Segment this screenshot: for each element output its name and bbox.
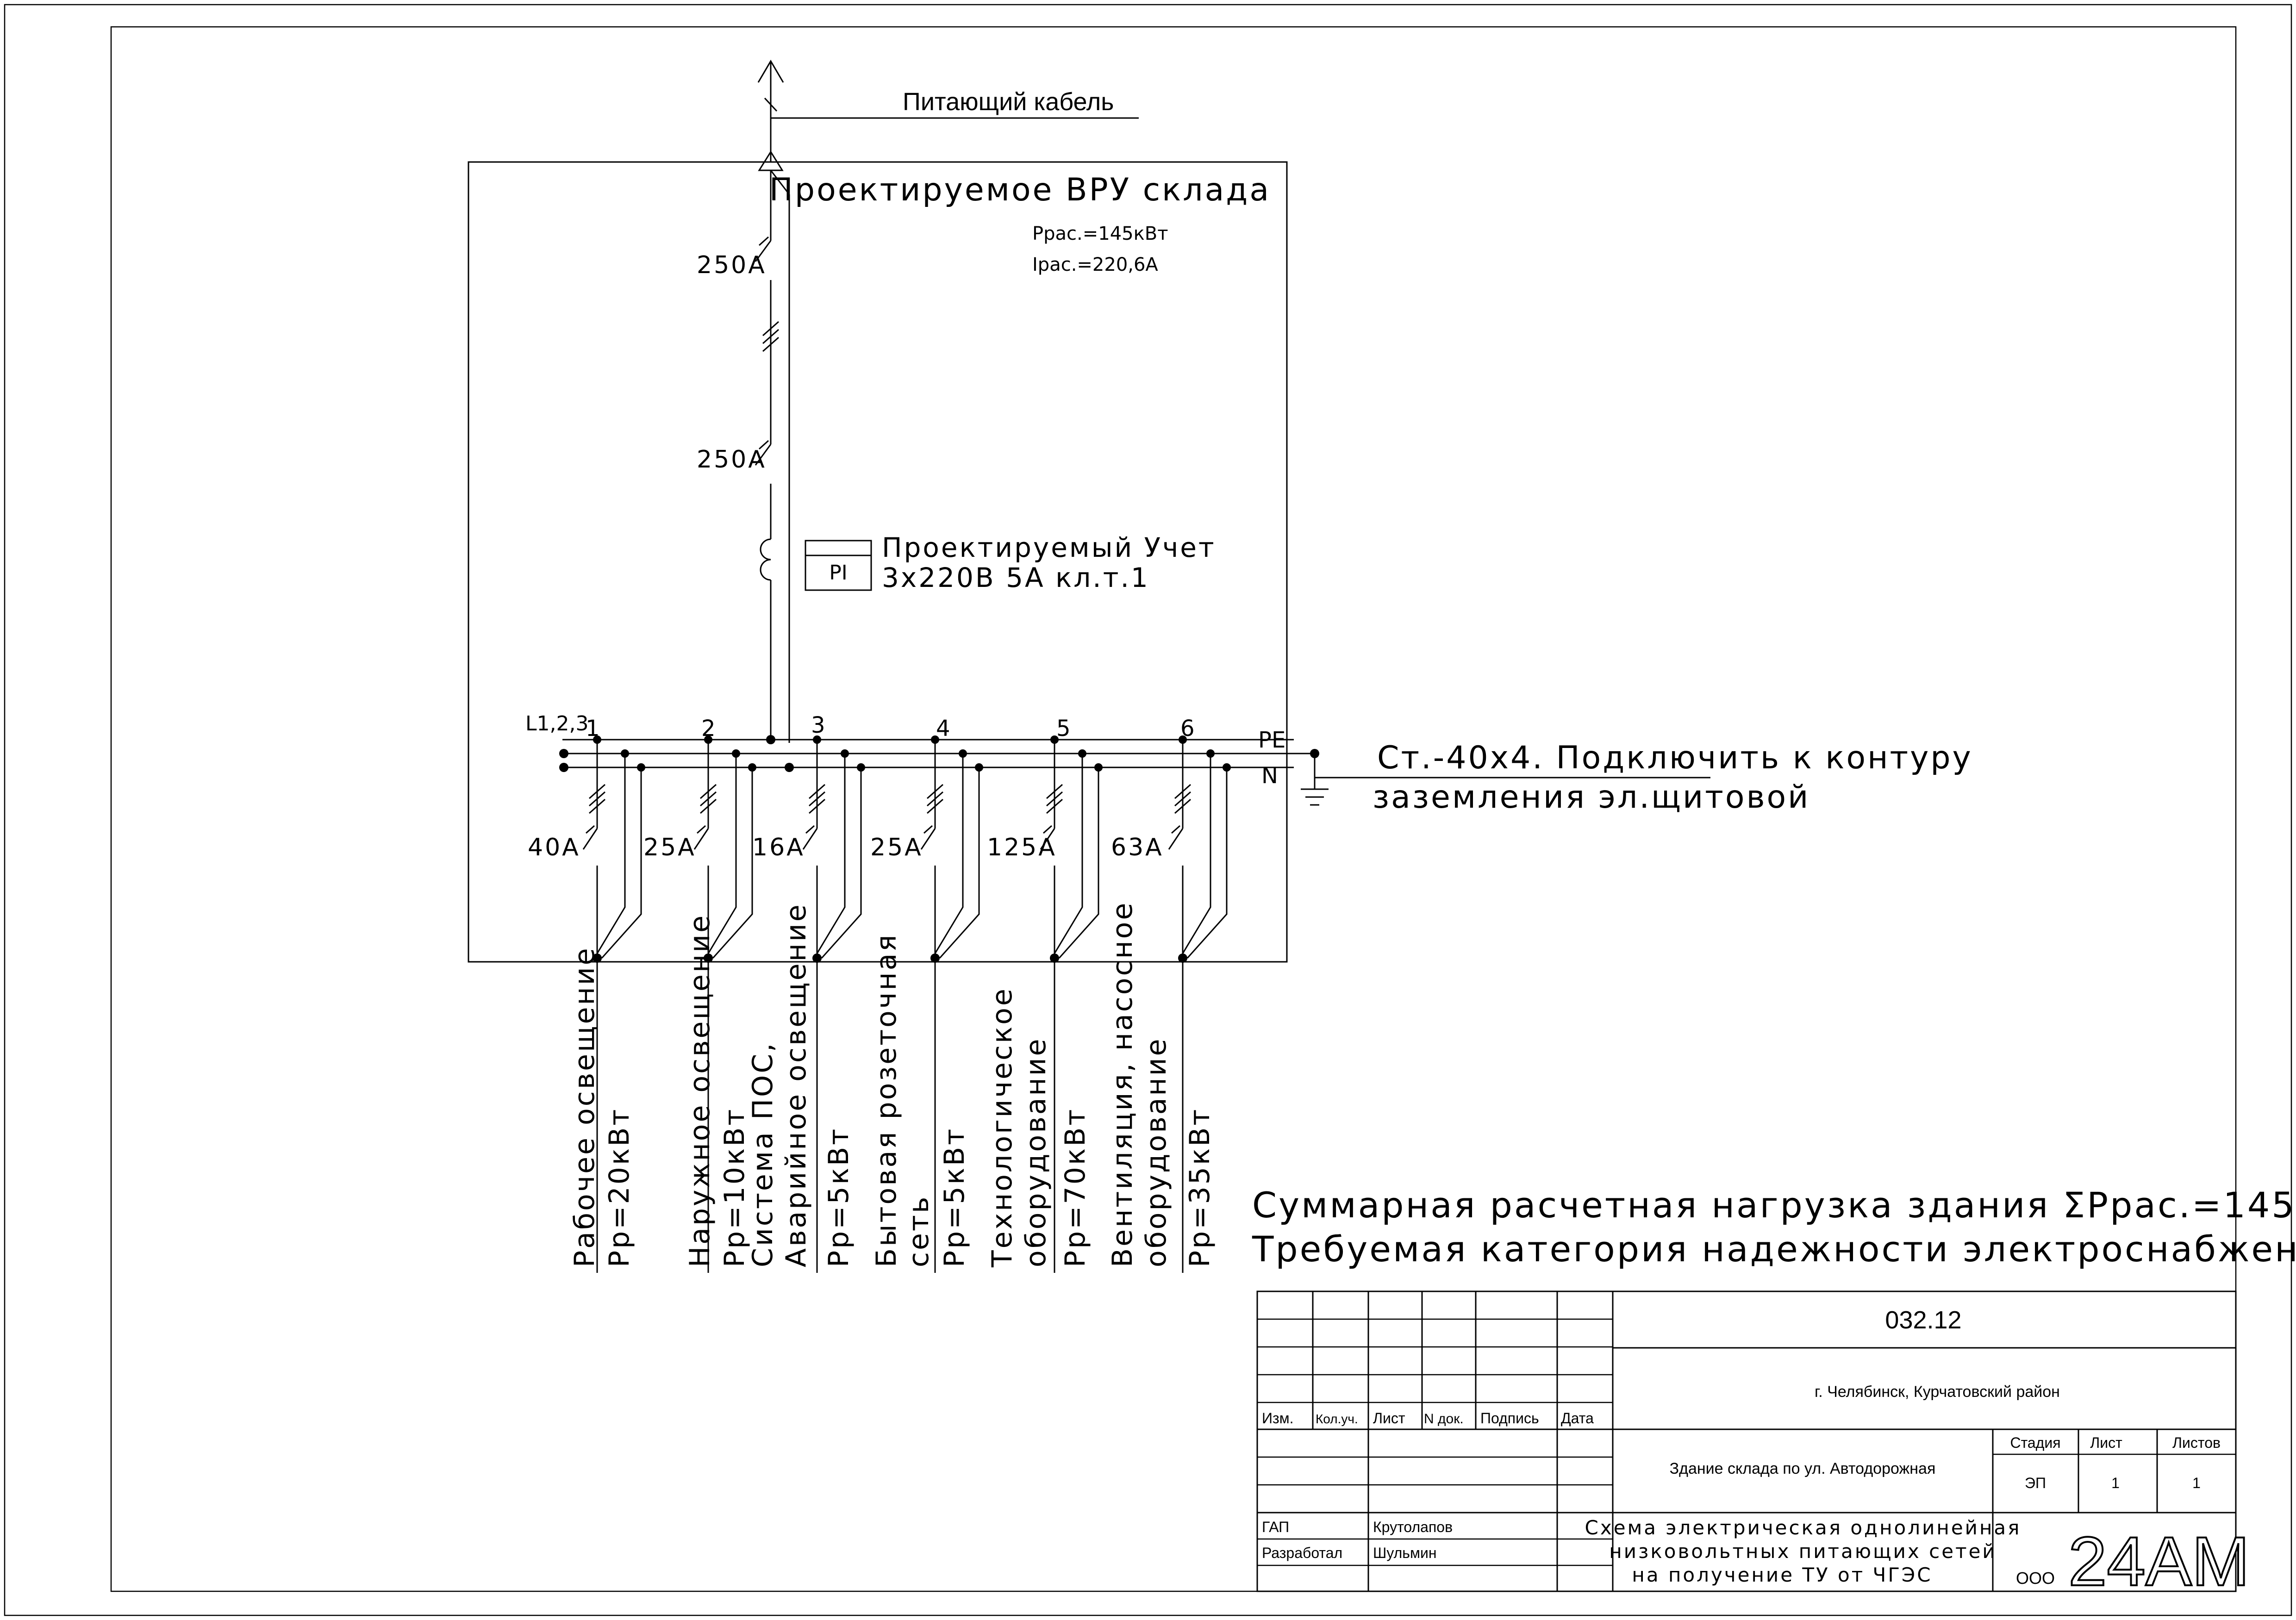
feeder-3-rating: 16А (752, 834, 805, 861)
org-prefix: ООО (2016, 1569, 2055, 1588)
summary-load: Суммарная расчетная нагрузка здания ΣРра… (1252, 1184, 2296, 1226)
main-riser (755, 170, 790, 743)
earthing (1301, 749, 1710, 806)
feeder-4-name-line1: Бытовая розеточная (870, 933, 903, 1267)
feeder-4-name-line2: сеть (903, 1195, 935, 1267)
feeder-5-power: Рр=70кВт (1059, 1108, 1092, 1267)
feeder-labels: 1 2 3 4 5 6 40А 25А 16А 25А 125А 63А Раб… (528, 712, 1216, 1268)
stamp-sheet-header: Лист (2090, 1434, 2122, 1451)
stamp-header-ndok: N док. (1424, 1411, 1464, 1427)
feeder-3-circuit (802, 735, 865, 1273)
earthing-label-line1: Ст.-40х4. Подключить к контуру (1377, 740, 1973, 776)
feeder-1-power: Рр=20кВт (603, 1108, 636, 1267)
stamp-title-line1: Схема электрическая однолинейная (1585, 1516, 2021, 1539)
feeder-5-name-line2: оборудование (1020, 1037, 1052, 1267)
feeder-3-name-line2: Аварийное освещение (780, 903, 812, 1267)
feed-cable-label: Питающий кабель (903, 88, 1114, 116)
feeder-3-name-line1: Система ПОС, (747, 1041, 779, 1267)
org-logo: 24АМ (2068, 1522, 2250, 1600)
stamp-person-developer: Шульмин (1373, 1545, 1437, 1561)
earthing-label-line2: заземления эл.щитовой (1373, 779, 1810, 816)
bus-pe-label: PE (1258, 727, 1285, 753)
feeder-6-name-line2: оборудование (1140, 1037, 1173, 1267)
feeder-1-number: 1 (586, 716, 602, 741)
feeder-5-rating: 125А (987, 834, 1057, 861)
stamp-header-izm: Изм. (1262, 1410, 1294, 1427)
stamp-title-line3: на получение ТУ от ЧГЭС (1632, 1564, 1932, 1586)
stamp-code: 032.12 (1885, 1306, 1961, 1334)
feeder-4-power: Рр=5кВт (938, 1127, 971, 1267)
stamp-stage-header: Стадия (2010, 1434, 2060, 1451)
feeder-4-number: 4 (936, 716, 952, 741)
summary-category: Требуемая категория надежности электросн… (1252, 1228, 2296, 1270)
feeder-3-number: 3 (811, 712, 827, 738)
stamp-sheets-header: Листов (2172, 1434, 2221, 1451)
stamp-sheets: 1 (2192, 1475, 2201, 1491)
feeder-5-name-line1: Технологическое (986, 987, 1018, 1268)
busbars (559, 735, 1315, 772)
feeder-6-rating: 63А (1111, 834, 1164, 861)
meter-symbol: PI (829, 561, 848, 585)
feeder-1-rating: 40А (528, 834, 580, 861)
panel-title: Проектируемое ВРУ склада (769, 172, 1271, 208)
feeder-2-power: Рр=10кВт (718, 1108, 751, 1267)
feeder-6-power: Рр=35кВт (1184, 1108, 1216, 1267)
stamp-header-data: Дата (1561, 1410, 1594, 1427)
stamp-header-kolvo: Кол.уч. (1316, 1412, 1358, 1426)
feeder-6-circuit (1168, 735, 1231, 1273)
sheet-border (4, 4, 2292, 1616)
stamp-location: г. Челябинск, Курчатовский район (1815, 1383, 2060, 1401)
stamp-object: Здание склада по ул. Автодорожная (1670, 1460, 1936, 1477)
meter-label-line2: 3х220В 5А кл.т.1 (882, 562, 1150, 593)
feeder-6-name-line1: Вентиляция, насосное (1106, 901, 1139, 1267)
meter-box (805, 540, 872, 591)
feeder-2-rating: 25А (643, 834, 696, 861)
feeder-2-name: Наружное освещение (684, 914, 716, 1267)
stamp-header-list: Лист (1373, 1410, 1405, 1427)
main-breaker-1-rating: 250А (697, 251, 767, 279)
feeder-1-circuit (582, 735, 645, 1273)
feeder-6-number: 6 (1180, 716, 1197, 741)
feeder-4-circuit (920, 735, 983, 1273)
incoming-feed: Питающий кабель (757, 60, 1139, 171)
stamp-stage: ЭП (2025, 1475, 2046, 1491)
panel-i-calc: Iрас.=220,6А (1032, 254, 1158, 275)
feeder-2-number: 2 (701, 716, 718, 741)
bus-phase-label: L1,2,3 (525, 712, 588, 735)
stamp-title-line2: низковольтных питающих сетей (1609, 1540, 1997, 1563)
stamp-person-gap: Крутолапов (1373, 1519, 1453, 1535)
stamp-header-podpis: Подпись (1480, 1410, 1539, 1427)
drawing-frame (110, 26, 2237, 1592)
feeder-3-power: Рр=5кВт (823, 1127, 855, 1267)
stamp-sheet: 1 (2111, 1475, 2120, 1491)
bus-n-label: N (1261, 763, 1278, 789)
feeder-lines (582, 735, 1231, 1273)
stamp-role-gap: ГАП (1262, 1519, 1289, 1535)
feeder-4-rating: 25А (870, 834, 923, 861)
title-block (1256, 1290, 2237, 1592)
panel-enclosure (468, 161, 1288, 963)
feeder-1-name: Рабочее освещение (568, 946, 601, 1267)
feeder-5-number: 5 (1056, 716, 1073, 741)
feeder-5-circuit (1040, 735, 1103, 1273)
panel-p-calc: Ррас.=145кВт (1032, 223, 1168, 244)
meter-label-line1: Проектируемый Учет (882, 532, 1216, 563)
stamp-role-developer: Разработал (1262, 1545, 1342, 1561)
feeder-2-circuit (693, 735, 756, 1273)
main-breaker-2-rating: 250А (697, 446, 767, 474)
